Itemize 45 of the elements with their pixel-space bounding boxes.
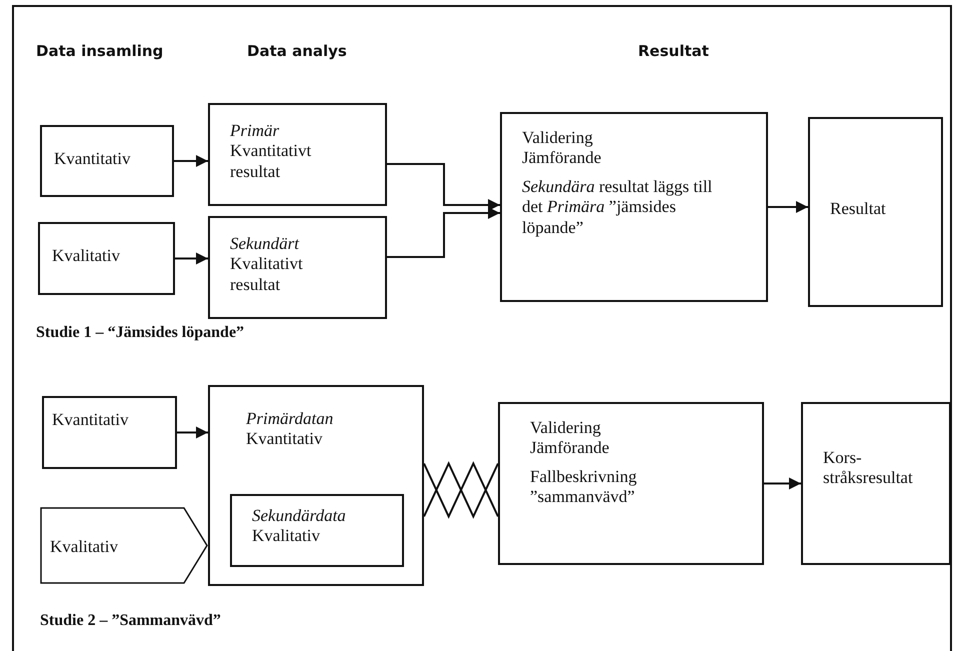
woven-connector xyxy=(423,461,499,519)
column-heading: Resultat xyxy=(638,42,709,60)
column-heading: Data analys xyxy=(247,42,347,60)
arrow xyxy=(387,207,500,258)
box-text: Sekundärdata xyxy=(252,506,347,526)
box-text: Primär xyxy=(230,121,280,142)
process-box xyxy=(208,103,387,206)
arrow xyxy=(764,478,801,490)
box-text: Validering xyxy=(530,418,602,438)
box-text: Sekundärt xyxy=(230,234,300,254)
box-text: Resultat xyxy=(830,199,887,220)
box-text: Kvalitativ xyxy=(52,246,121,266)
box-text: Fallbeskrivning ”sammanvävd” xyxy=(530,466,638,508)
section-caption: Studie 1 – “Jämsides löpande” xyxy=(36,324,244,342)
box-text: Kvantitativ xyxy=(52,410,130,430)
box-text: Kvantitativ xyxy=(246,429,324,450)
box-text: Validering xyxy=(522,128,594,148)
process-box xyxy=(42,396,177,469)
box-text: Kvalitativ xyxy=(50,537,119,558)
section-caption: Studie 2 – ”Sammanvävd” xyxy=(40,612,221,630)
arrow xyxy=(387,163,500,211)
process-box xyxy=(38,222,175,295)
box-text: Kvalitativt resultat xyxy=(230,254,304,296)
process-box xyxy=(230,494,404,567)
arrow xyxy=(177,426,208,438)
process-box xyxy=(40,125,174,197)
arrow xyxy=(175,252,208,264)
process-box xyxy=(808,117,943,307)
pentagon-box xyxy=(40,507,208,584)
arrow xyxy=(768,201,808,213)
column-heading: Data insamling xyxy=(36,42,164,60)
process-box xyxy=(801,402,951,565)
process-box xyxy=(498,402,764,565)
process-box xyxy=(500,112,768,302)
box-text: Primärdatan xyxy=(246,409,334,430)
box-text: Kvantitativ xyxy=(54,149,132,170)
box-text: Jämförande xyxy=(522,148,602,169)
box-text: Kors- stråksresultat xyxy=(823,448,914,489)
box-text: Kvalitativ xyxy=(252,526,321,547)
process-box xyxy=(208,216,387,319)
arrow xyxy=(174,155,208,167)
box-text: Kvantitativt resultat xyxy=(230,141,312,182)
box-text: Jämförande xyxy=(530,438,610,459)
process-box xyxy=(208,385,424,586)
box-text: Sekundära resultat läggs till det Primära ”jämsides löpande” xyxy=(522,176,714,238)
